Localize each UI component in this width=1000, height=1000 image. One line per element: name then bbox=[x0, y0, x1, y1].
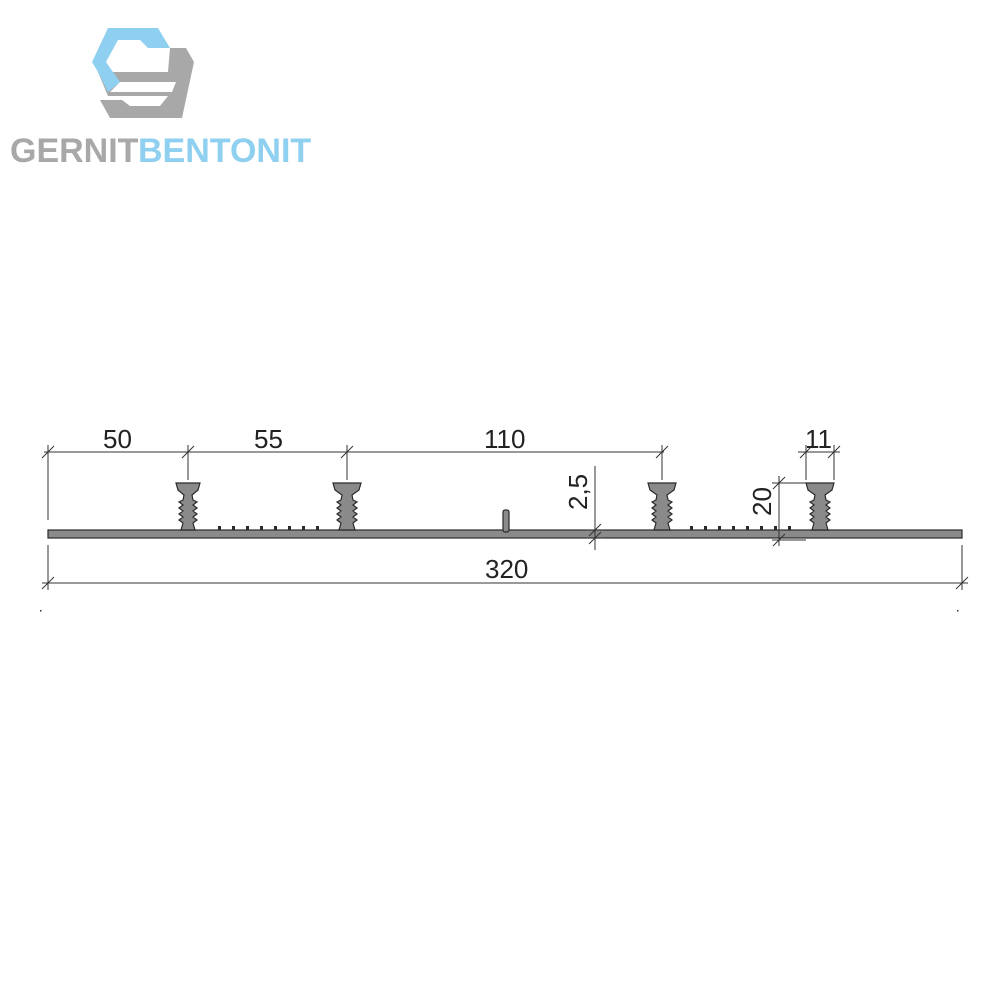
dim-label-55: 55 bbox=[254, 424, 283, 454]
small-ribs-right bbox=[690, 526, 791, 530]
dim-label-2-5: 2,5 bbox=[563, 474, 593, 510]
dim-label-110: 110 bbox=[484, 424, 525, 454]
small-ribs-left bbox=[218, 526, 319, 530]
hexagon-s-logo-icon bbox=[92, 28, 194, 118]
brand-word-gernit: GERNIT bbox=[10, 132, 139, 170]
center-rib bbox=[502, 509, 510, 533]
dim-label-320: 320 bbox=[485, 554, 528, 584]
dim-label-50: 50 bbox=[103, 424, 132, 454]
anchor-rib-4 bbox=[805, 482, 835, 531]
dimension-lines bbox=[40, 445, 969, 612]
anchor-rib-2 bbox=[332, 482, 362, 531]
anchor-rib-3 bbox=[647, 482, 677, 531]
dim-label-11: 11 bbox=[805, 424, 832, 454]
waterstop-profile bbox=[47, 482, 963, 539]
brand-logo: GERNIT BENTONIT bbox=[10, 28, 311, 170]
brand-word-bentonit: BENTONIT bbox=[138, 132, 311, 170]
anchor-rib-1 bbox=[175, 482, 201, 531]
dim-label-20: 20 bbox=[747, 487, 777, 516]
dimension-labels: 50 55 110 11 320 2,5 20 bbox=[103, 424, 832, 584]
